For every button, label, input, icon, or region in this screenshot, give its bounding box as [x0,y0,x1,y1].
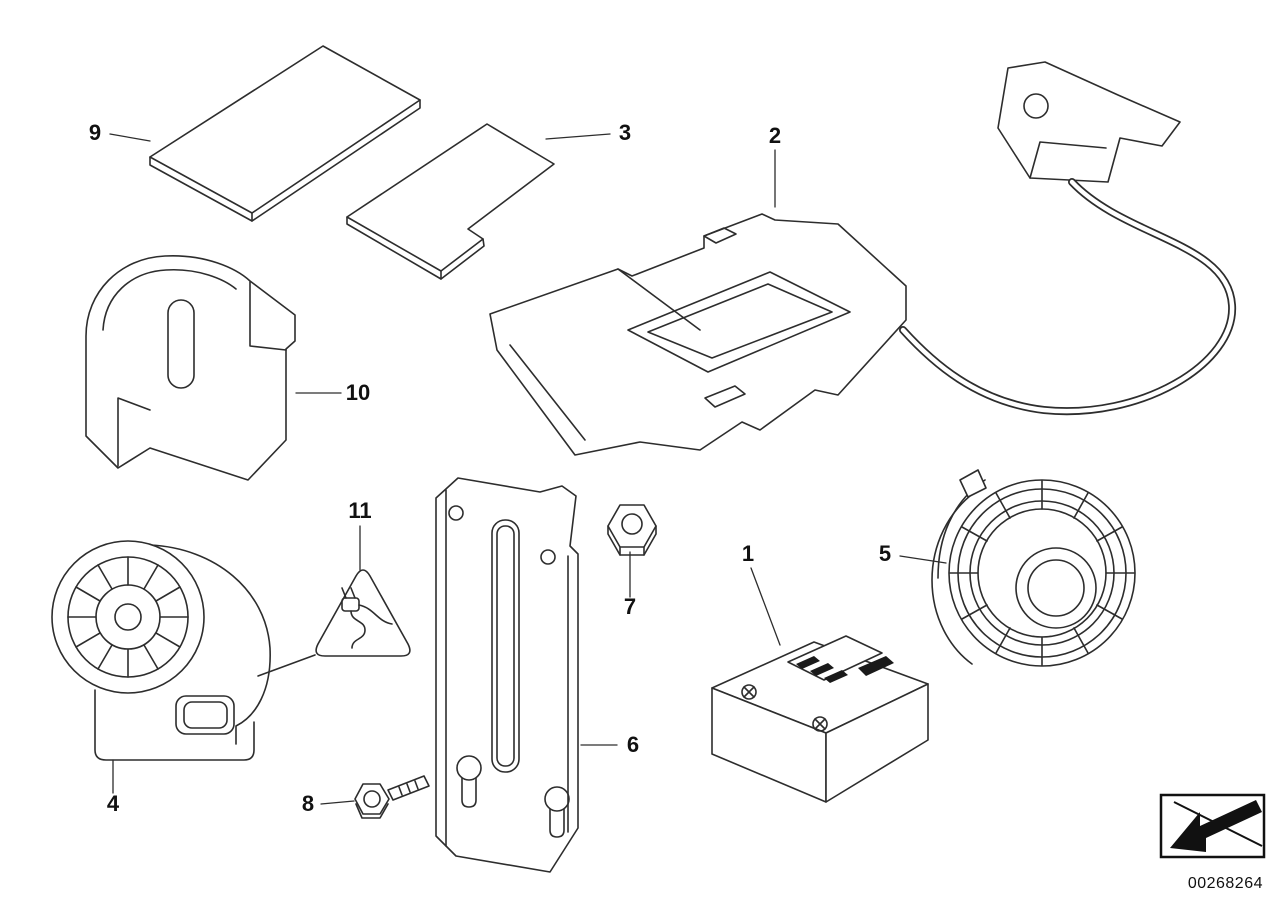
drawing-number: 00268264 [1188,875,1263,892]
leader-line-1 [750,567,781,646]
part-11-warning-label [315,569,411,657]
callout-label-9: 9 [89,120,101,145]
part-7-hex-nut [607,504,657,556]
callout-label-8: 8 [302,791,314,816]
siren-foot-slot [175,695,235,735]
callout-label-3: 3 [619,120,631,145]
part-10-cover [85,255,296,481]
part-9-pad [149,45,421,222]
part-5-siren-speaker [931,469,1136,667]
part-6-bracket-plate [435,477,579,873]
part-4-siren-horn [51,540,316,761]
plug-warning-icon [341,587,393,649]
bracket-hole [1023,93,1049,119]
part-2-carrier-tray [489,213,907,456]
bracket-hole [448,505,464,521]
leader-line-9 [109,133,151,142]
screw-mark [741,684,757,700]
keyhole-slot [456,755,482,808]
leader-lines [109,133,947,805]
leader-line-8 [320,800,355,805]
callout-label-11: 11 [348,498,371,523]
footer-stamp: 00268264 [1159,793,1266,892]
cable-bracket [899,61,1237,416]
callout-label-5: 5 [879,541,891,566]
page-turn-arrow-icon [1170,800,1262,852]
connector-pins [796,656,894,683]
callout-label-1: 1 [742,541,754,566]
leader-line-5 [899,555,947,564]
part-3-pad [346,123,555,280]
callout-label-10: 10 [346,380,370,405]
callout-label-7: 7 [624,594,636,619]
callout-label-2: 2 [769,123,781,148]
keyhole-slot [544,786,570,838]
callout-label-4: 4 [107,791,120,816]
leader-line-3 [545,133,611,140]
speaker-ribs [949,480,1135,666]
part-8-hex-bolt [354,775,430,819]
siren-fins [67,556,189,678]
bracket-hole [540,549,556,565]
callout-label-6: 6 [627,732,639,757]
part-1-control-unit [711,635,929,803]
screw-mark [812,716,828,732]
